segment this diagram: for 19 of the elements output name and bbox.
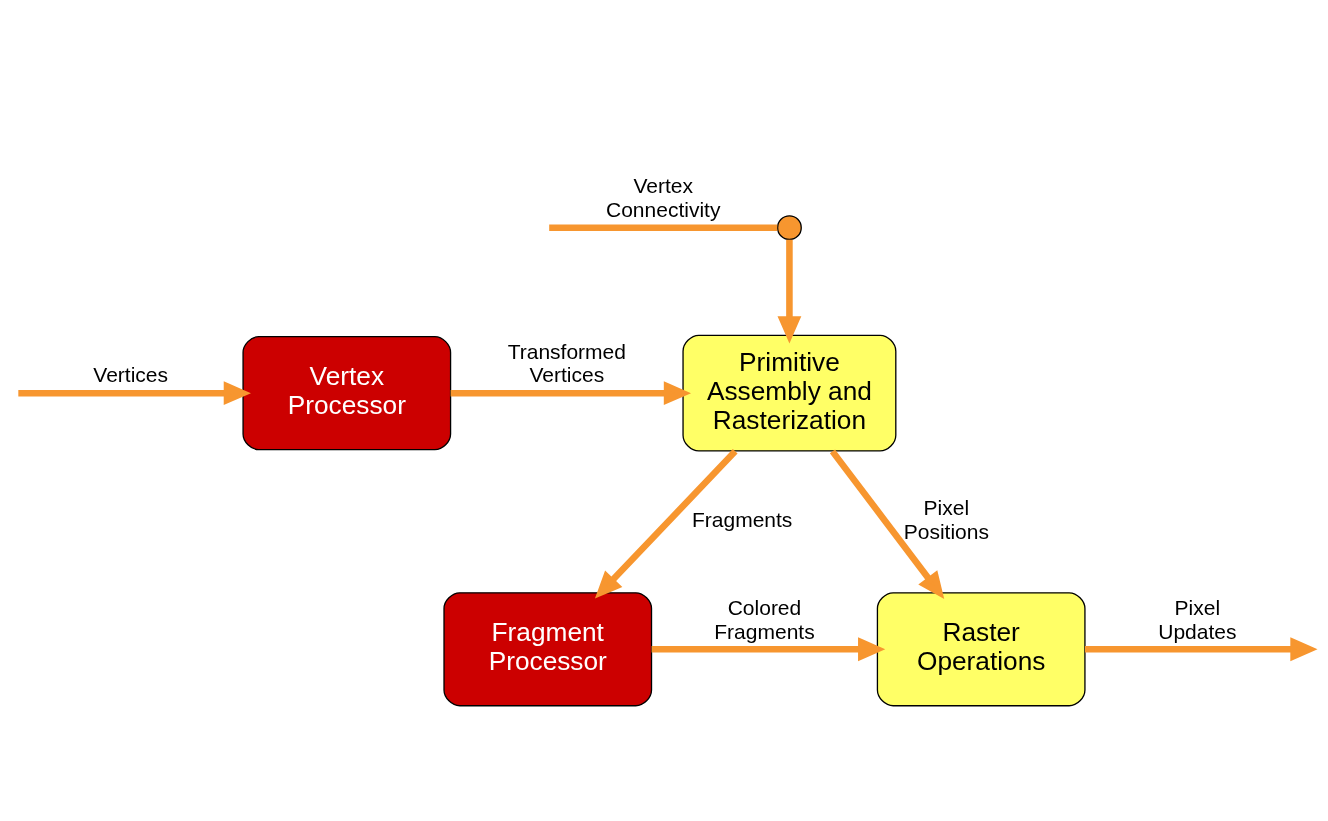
node-box: Primitive Assembly and Rasterization: [682, 334, 897, 452]
edge-label: Transformed Vertices: [507, 339, 626, 387]
node-circle: [776, 215, 802, 241]
edge-label: Fragments: [691, 507, 793, 531]
edge-label: Pixel Positions: [903, 496, 989, 543]
arrow: [829, 449, 945, 600]
arrow: [1085, 637, 1318, 662]
edge-label: Pixel Updates: [1158, 595, 1237, 643]
arrow: [18, 381, 251, 406]
node-box: Fragment Processor: [443, 592, 653, 707]
arrow: [450, 381, 692, 406]
node-box: Vertex Processor: [242, 336, 452, 451]
arrow: [777, 239, 802, 344]
node-box: Raster Operations: [876, 592, 1086, 707]
edge-label: Vertex Connectivity: [606, 174, 721, 221]
edge-label: Colored Fragments: [714, 595, 815, 643]
edge-label: Vertices: [93, 363, 168, 387]
arrow: [594, 449, 738, 599]
arrow: [651, 637, 886, 662]
